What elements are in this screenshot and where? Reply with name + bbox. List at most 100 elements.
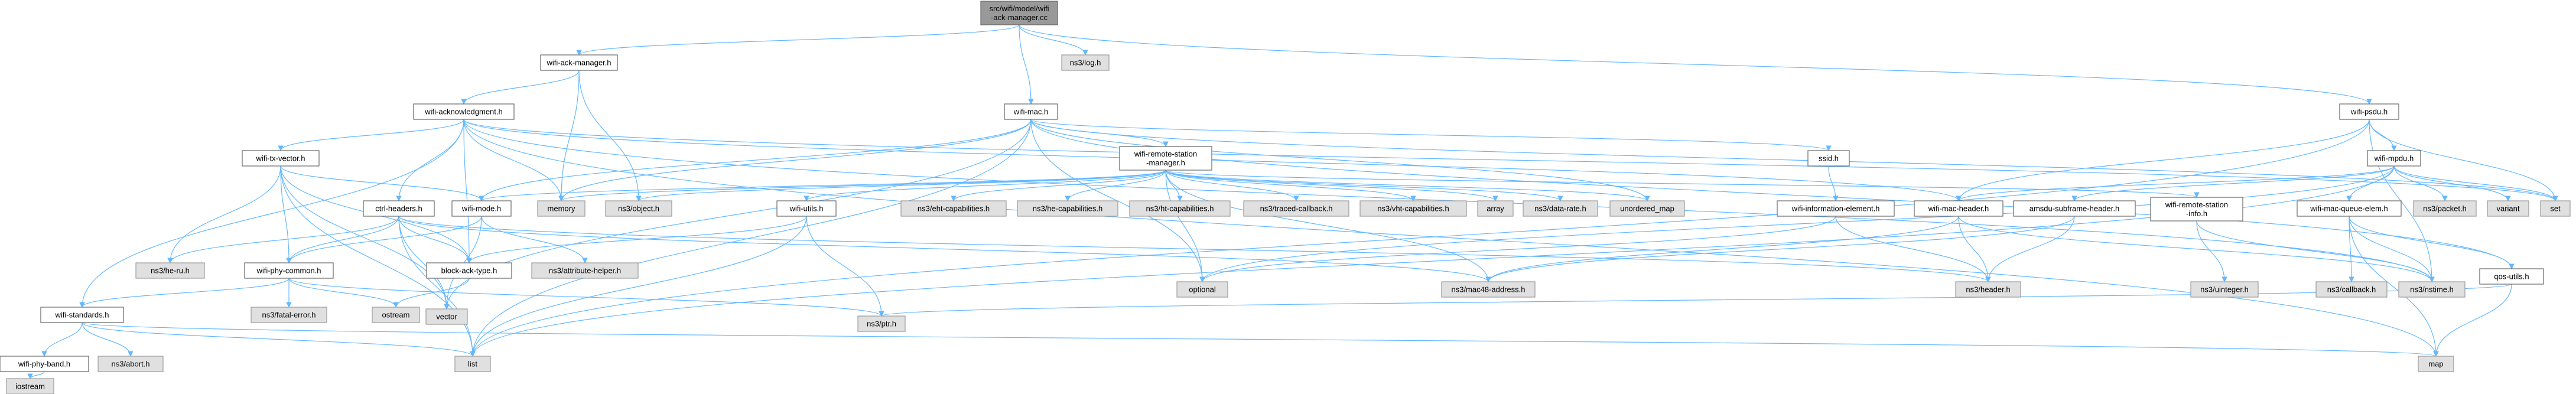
node-label: ns3/ht-capabilities.h <box>1146 204 1214 213</box>
graph-node-vhtcap[interactable]: ns3/vht-capabilities.h <box>1359 200 1467 217</box>
graph-node-ctrl[interactable]: ctrl-headers.h <box>363 200 435 217</box>
node-box <box>2418 356 2454 372</box>
graph-node-root[interactable]: src/wifi/model/wifi-ack-manager.cc <box>980 1 1058 25</box>
graph-node-umap[interactable]: unordered_map <box>1609 200 1685 217</box>
node-label: ns3/traced-callback.h <box>1260 204 1333 213</box>
graph-node-list[interactable]: list <box>454 356 491 372</box>
edge-ctrl-to-heru <box>167 216 399 263</box>
graph-node-ackn[interactable]: wifi-acknowledgment.h <box>413 103 515 120</box>
graph-node-drate[interactable]: ns3/data-rate.h <box>1523 200 1598 217</box>
graph-node-variant[interactable]: variant <box>2487 200 2529 217</box>
graph-node-htcap[interactable]: ns3/ht-capabilities.h <box>1129 200 1231 217</box>
edge-root-to-psdu <box>1019 24 2372 105</box>
node-box <box>372 307 420 323</box>
graph-node-uint[interactable]: ns3/uinteger.h <box>2190 281 2259 298</box>
node-label: ns3/data-rate.h <box>1534 204 1586 213</box>
graph-node-object[interactable]: ns3/object.h <box>605 200 672 217</box>
node-box <box>537 200 586 217</box>
graph-node-mpdu[interactable]: wifi-mpdu.h <box>2367 150 2421 167</box>
edge-amsdu-to-mac48 <box>1485 216 2075 282</box>
node-label: ns3/header.h <box>1966 285 2010 294</box>
graph-node-qos[interactable]: qos-utils.h <box>2479 268 2544 285</box>
edge-rsm-to-ehtcap <box>951 170 1166 201</box>
graph-node-map[interactable]: map <box>2418 356 2454 372</box>
edge-txv-to-heru <box>167 165 281 263</box>
graph-node-set[interactable]: set <box>2540 200 2571 217</box>
edge-txv-to-phyc <box>280 165 292 263</box>
edge-rsm-to-utils <box>804 170 1166 201</box>
graph-node-memory[interactable]: memory <box>537 200 586 217</box>
graph-node-infoel[interactable]: wifi-information-element.h <box>1777 200 1895 217</box>
graph-node-bat[interactable]: block-ack-type.h <box>426 262 512 279</box>
graph-node-optional[interactable]: optional <box>1176 281 1228 298</box>
graph-node-ehtcap[interactable]: ns3/eht-capabilities.h <box>900 200 1007 217</box>
graph-node-nstime[interactable]: ns3/nstime.h <box>2398 281 2466 298</box>
graph-node-ostream[interactable]: ostream <box>372 307 420 323</box>
graph-node-log[interactable]: ns3/log.h <box>1061 54 1110 71</box>
node-label: ns3/object.h <box>618 204 659 213</box>
node-box <box>1477 200 1514 217</box>
edge-mac-to-memory <box>558 119 1032 201</box>
graph-node-abort[interactable]: ns3/abort.h <box>97 356 164 372</box>
edge-std-to-map <box>82 322 2438 357</box>
graph-node-mac48[interactable]: ns3/mac48-address.h <box>1441 281 1536 298</box>
graph-node-packet[interactable]: ns3/packet.h <box>2413 200 2477 217</box>
graph-node-mac[interactable]: wifi-mac.h <box>1004 103 1058 120</box>
edge-qos-to-map <box>2433 284 2512 357</box>
edge-std-to-band <box>41 322 83 357</box>
graph-node-ptr[interactable]: ns3/ptr.h <box>857 315 906 332</box>
graph-node-wam_h[interactable]: wifi-ack-manager.h <box>540 54 618 71</box>
node-box <box>451 200 512 217</box>
graph-node-txv[interactable]: wifi-tx-vector.h <box>242 150 320 167</box>
node-label: wifi-psdu.h <box>2350 108 2388 116</box>
node-label: ns3/vht-capabilities.h <box>1377 204 1449 213</box>
edge-bat-to-ostream <box>393 278 470 308</box>
node-box <box>97 356 164 372</box>
edge-mqe-to-qos <box>2349 216 2515 269</box>
edge-ssid-to-infoel <box>1828 165 1839 201</box>
graph-node-attr[interactable]: ns3/attribute-helper.h <box>531 262 639 279</box>
node-box <box>1914 200 2003 217</box>
graph-node-heru[interactable]: ns3/he-ru.h <box>135 262 205 279</box>
graph-node-rsinfo[interactable]: wifi-remote-station-info.h <box>2150 197 2243 222</box>
edge-mac-to-mode <box>479 119 1032 201</box>
node-box <box>2413 200 2477 217</box>
edge-infoel-to-header <box>1835 216 1991 282</box>
node-box <box>1359 200 1467 217</box>
graph-node-utils[interactable]: wifi-utils.h <box>776 200 837 217</box>
node-label: block-ack-type.h <box>441 266 497 275</box>
graph-node-psdu[interactable]: wifi-psdu.h <box>2339 103 2399 120</box>
edge-wam_h-to-object <box>578 70 642 201</box>
graph-node-callback[interactable]: ns3/callback.h <box>2315 281 2388 298</box>
graph-node-hecap[interactable]: ns3/he-capabilities.h <box>1017 200 1118 217</box>
node-label: ns3/ptr.h <box>867 320 896 328</box>
edge-psdu-to-set <box>2369 119 2558 201</box>
graph-node-machdr[interactable]: wifi-mac-header.h <box>1914 200 2003 217</box>
graph-node-std[interactable]: wifi-standards.h <box>40 307 124 323</box>
node-box <box>2540 200 2571 217</box>
graph-node-vector[interactable]: vector <box>425 308 468 325</box>
graph-node-mqe[interactable]: wifi-mac-queue-elem.h <box>2297 200 2402 217</box>
edge-rsm-to-umap <box>1165 170 1650 201</box>
graph-node-array[interactable]: array <box>1477 200 1514 217</box>
node-label: wifi-ack-manager.h <box>546 58 611 67</box>
node-box <box>2190 281 2259 298</box>
graph-node-phyc[interactable]: wifi-phy-common.h <box>244 262 334 279</box>
node-label: ns3/attribute-helper.h <box>549 266 621 275</box>
edge-ackn-to-bat <box>463 119 472 263</box>
graph-node-iostream[interactable]: iostream <box>6 378 54 394</box>
node-box <box>980 1 1058 25</box>
graph-node-band[interactable]: wifi-phy-band.h <box>0 356 89 372</box>
graph-node-amsdu[interactable]: amsdu-subframe-header.h <box>2013 200 2136 217</box>
graph-node-rsm[interactable]: wifi-remote-station-manager.h <box>1119 146 1212 171</box>
graph-node-ssid[interactable]: ssid.h <box>1807 150 1850 167</box>
graph-node-fatal[interactable]: ns3/fatal-error.h <box>251 307 327 323</box>
graph-node-mode[interactable]: wifi-mode.h <box>451 200 512 217</box>
edge-rsm-to-mac48 <box>1165 170 1491 282</box>
node-label: ns3/abort.h <box>111 360 149 369</box>
edge-rsinfo-to-nstime <box>2196 220 2435 282</box>
edge-wam_h-to-memory <box>558 70 580 201</box>
graph-node-header[interactable]: ns3/header.h <box>1955 281 2021 298</box>
graph-node-tcb[interactable]: ns3/traced-callback.h <box>1243 200 1349 217</box>
edge-mpdu-to-amsdu <box>2071 165 2395 201</box>
